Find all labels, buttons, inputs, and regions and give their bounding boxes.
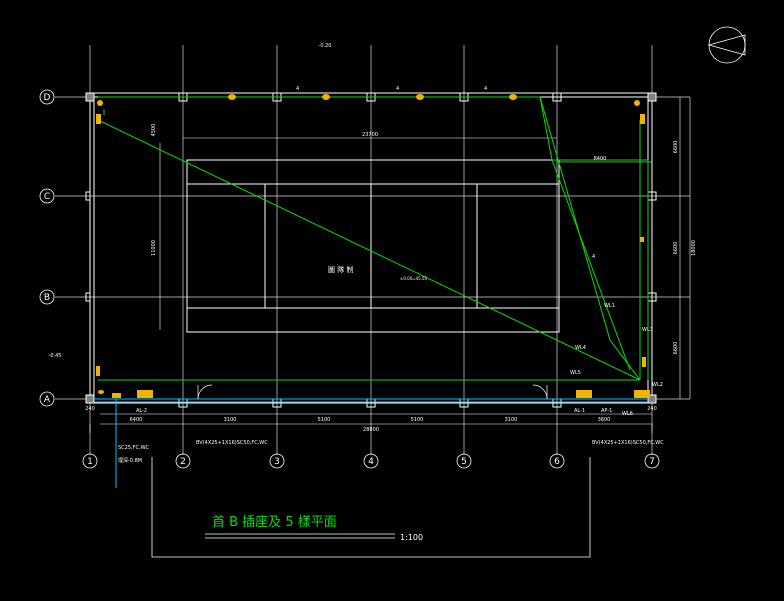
outlet-icon [112, 393, 121, 398]
fixture-icon [96, 114, 101, 124]
level-mark-top: -0.20 [319, 43, 332, 49]
panel-al1-icon [576, 390, 592, 398]
wiring [97, 96, 649, 381]
panel-al2-icon [137, 390, 153, 398]
room-label: 圖 隊 制 [328, 265, 353, 274]
fixture-icon [509, 94, 517, 100]
panel-label-al2: AL-2 [136, 408, 147, 414]
panel-label-al1: AL-1 [574, 408, 585, 414]
dimension-bottom-total: 28800 [363, 427, 379, 433]
axis-column-label: 1 [87, 457, 93, 467]
axis-column-label: 6 [554, 457, 560, 467]
axis-row-label: A [44, 395, 51, 405]
dimension-right-segment: 6600 [673, 242, 679, 255]
title-frame [151, 457, 591, 558]
dimension-bottom-bay: 6400 [130, 417, 143, 423]
wire-count-label: 4 [396, 86, 399, 92]
dimension-bottom-bay: 3100 [505, 417, 518, 423]
panel-ap1-icon [634, 390, 650, 398]
dimension-right-segment: 6600 [673, 342, 679, 355]
fixture-icon [642, 357, 646, 367]
wire-count-label: 4 [296, 86, 299, 92]
bottom-wall-cable-tray [94, 398, 648, 403]
dimension-left-offset: 4500 [151, 124, 157, 137]
room-note: ±0.00=45.55 [400, 276, 428, 281]
dimension-lines [89, 97, 691, 433]
drawing-title: 首 B 插座及 5 樣平面 [212, 515, 337, 530]
dimension-inner-span: 8400 [594, 156, 607, 162]
circuit-label-wl1: WL1 [604, 303, 615, 309]
electrical-panels [98, 390, 650, 398]
fixture-icon [634, 100, 640, 106]
axis-column-label: 3 [274, 457, 280, 467]
dimension-bottom-bay: 5100 [411, 417, 424, 423]
cable-label-right: BV(4X25+1X16)SC50,FC,WC [592, 440, 664, 446]
panel-label-ap1: AP-1 [601, 408, 612, 414]
dimension-bottom-bay: 3600 [598, 417, 611, 423]
cable-label-incoming: SC25,FC,WC [118, 445, 150, 451]
dimension-bottom-bay: 3100 [224, 417, 237, 423]
fixture-icon [228, 94, 236, 100]
fixture-icon [322, 94, 330, 100]
circuit-label-wl5: WL5 [570, 370, 581, 376]
axis-row-label: B [44, 293, 50, 303]
axis-column-label: 5 [461, 457, 467, 467]
axis-column-label: 7 [649, 457, 655, 467]
level-mark-left: -0.45 [49, 353, 62, 359]
dimension-right-segment: 6600 [673, 141, 679, 154]
fixture-icon [640, 114, 645, 124]
dimension-top-span: 23700 [362, 132, 378, 138]
fixture-icon [640, 237, 644, 242]
wire-count-label: 4 [484, 86, 487, 92]
cable-label-depth: 埋深-0.8M [118, 457, 142, 464]
dimension-right-total: 18000 [691, 240, 697, 256]
fixture-icon [97, 100, 103, 106]
axis-row-label: D [44, 93, 51, 103]
dimension-small-left: 240 [85, 406, 95, 412]
fixture-icon [96, 366, 100, 376]
axis-column-label: 2 [180, 457, 186, 467]
axis-column-label: 4 [368, 457, 374, 467]
axis-bubbles [39, 89, 660, 469]
wire-count-label: 4 [592, 254, 595, 260]
axis-row-label: C [44, 192, 50, 202]
north-arrow-icon [707, 26, 746, 64]
light-fixtures [96, 94, 646, 376]
circuit-label-wl3: WL3 [642, 327, 653, 333]
dimension-left-vertical: 11000 [151, 240, 157, 256]
circuit-label-wl6: WL6 [622, 411, 633, 417]
drawing-scale: 1:100 [400, 533, 423, 542]
cable-label-left: BV(4X25+1X16)SC50,FC,WC [196, 440, 268, 446]
dimension-small-right: 240 [647, 406, 657, 412]
dimension-bottom-bay: 5100 [318, 417, 331, 423]
doors [197, 384, 548, 400]
circuit-label-wl2: WL2 [652, 382, 663, 388]
circuit-label-wl4: WL4 [575, 345, 586, 351]
outlet-icon [98, 390, 104, 394]
fixture-icon [416, 94, 424, 100]
